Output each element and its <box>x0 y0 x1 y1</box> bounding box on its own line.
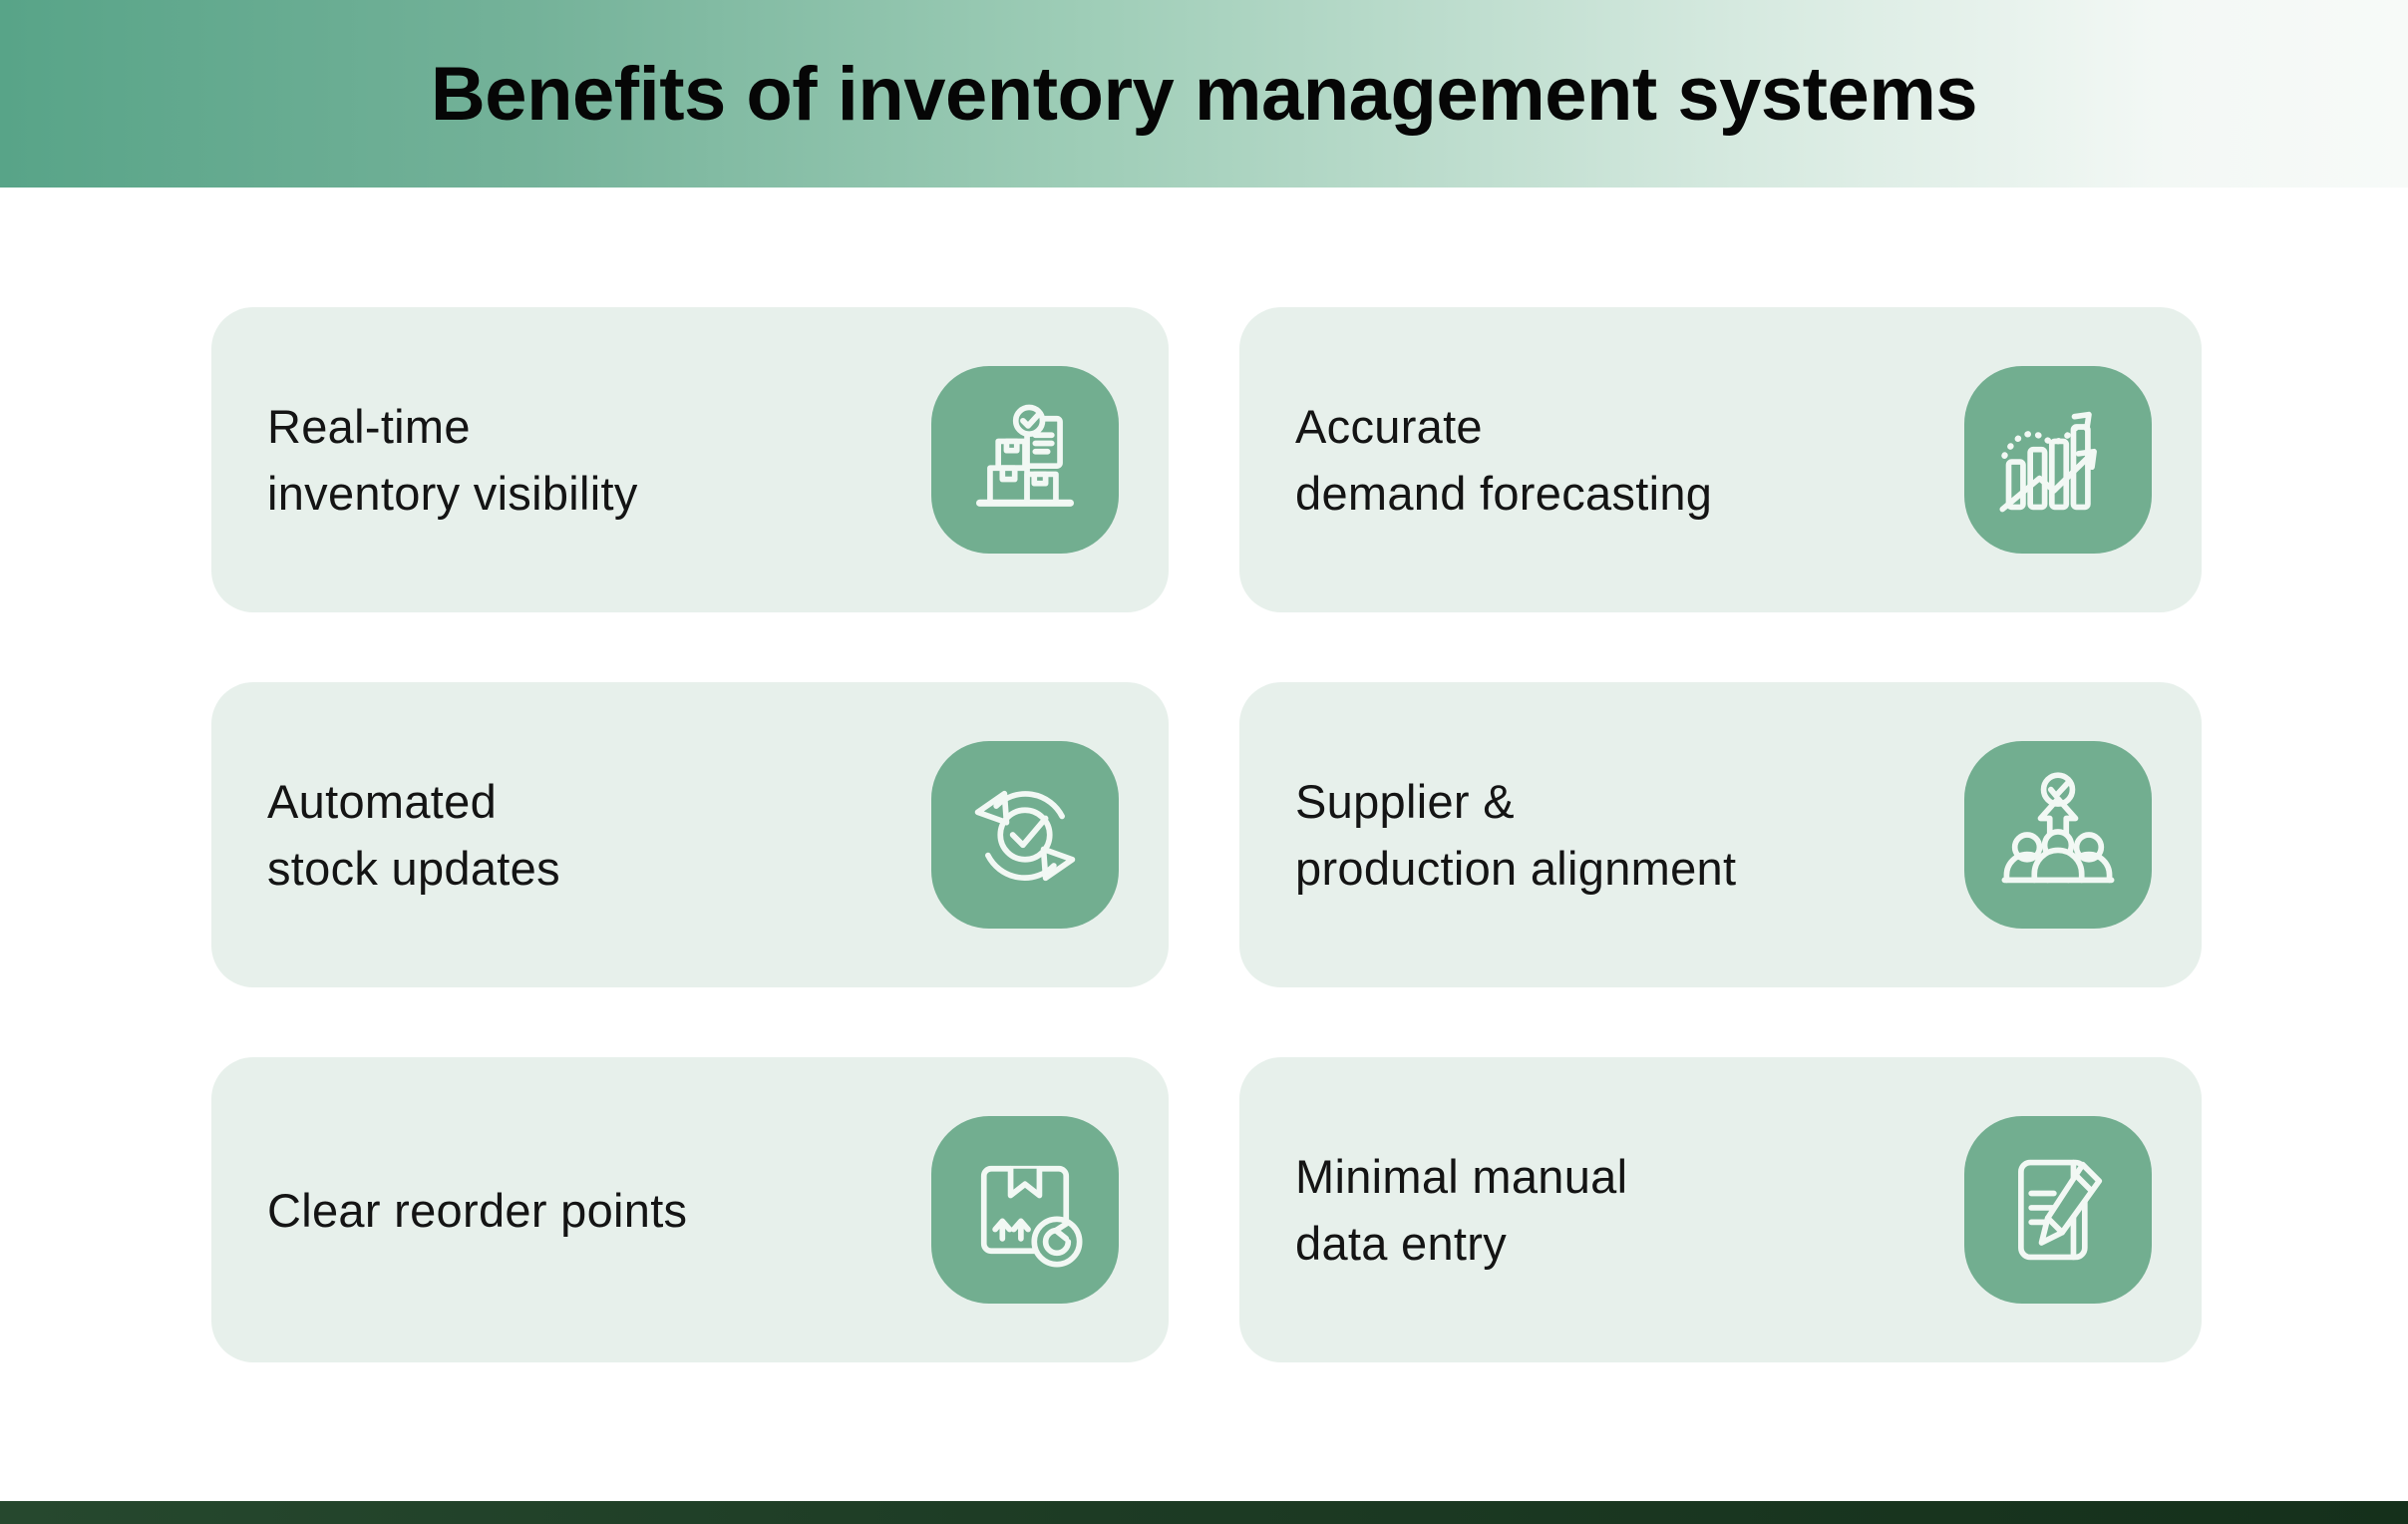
footer-accent-bar <box>0 1501 2408 1524</box>
card-real-time-inventory-visibility: Real-time inventory visibility <box>211 307 1169 612</box>
card-label: Clear reorder points <box>267 1177 687 1244</box>
card-label: Automated stock updates <box>267 768 560 902</box>
card-label-line: data entry <box>1295 1217 1508 1270</box>
card-automated-stock-updates: Automated stock updates <box>211 682 1169 987</box>
card-label-line: stock updates <box>267 842 560 895</box>
icon-tile <box>931 1116 1119 1304</box>
card-label-line: Supplier & <box>1295 775 1515 828</box>
card-label-line: Accurate <box>1295 400 1483 453</box>
card-label-line: demand forecasting <box>1295 467 1713 520</box>
card-label: Supplier & production alignment <box>1295 768 1736 902</box>
card-label-line: production alignment <box>1295 842 1737 895</box>
card-label: Minimal manual data entry <box>1295 1143 1627 1277</box>
manual-data-entry-icon <box>2018 1159 2103 1261</box>
card-supplier-production-alignment: Supplier & production alignment <box>1239 682 2202 987</box>
reorder-box-refresh-icon <box>980 1165 1083 1268</box>
card-label: Real-time inventory visibility <box>267 393 638 527</box>
benefits-grid: Real-time inventory visibility <box>211 307 2202 1362</box>
header-banner: Benefits of inventory management systems <box>0 0 2408 188</box>
card-label-line: Real-time <box>267 400 471 453</box>
icon-tile <box>1964 366 2152 554</box>
icon-tile <box>1964 1116 2152 1304</box>
card-label-line: Clear reorder points <box>267 1183 688 1237</box>
page-title: Benefits of inventory management systems <box>430 51 1978 137</box>
card-accurate-demand-forecasting: Accurate demand forecasting <box>1239 307 2202 612</box>
card-clear-reorder-points: Clear reorder points <box>211 1057 1169 1362</box>
automated-sync-check-icon <box>974 790 1076 882</box>
inventory-boxes-checklist-icon <box>976 404 1074 507</box>
card-label-line: Automated <box>267 775 498 828</box>
card-label: Accurate demand forecasting <box>1295 393 1712 527</box>
icon-tile <box>931 741 1119 929</box>
card-minimal-manual-data-entry: Minimal manual data entry <box>1239 1057 2202 1362</box>
supplier-production-alignment-icon <box>2001 772 2115 884</box>
icon-tile <box>931 366 1119 554</box>
demand-forecast-chart-icon <box>1999 411 2097 513</box>
icon-tile <box>1964 741 2152 929</box>
card-label-line: inventory visibility <box>267 467 638 520</box>
card-label-line: Minimal manual <box>1295 1150 1628 1203</box>
